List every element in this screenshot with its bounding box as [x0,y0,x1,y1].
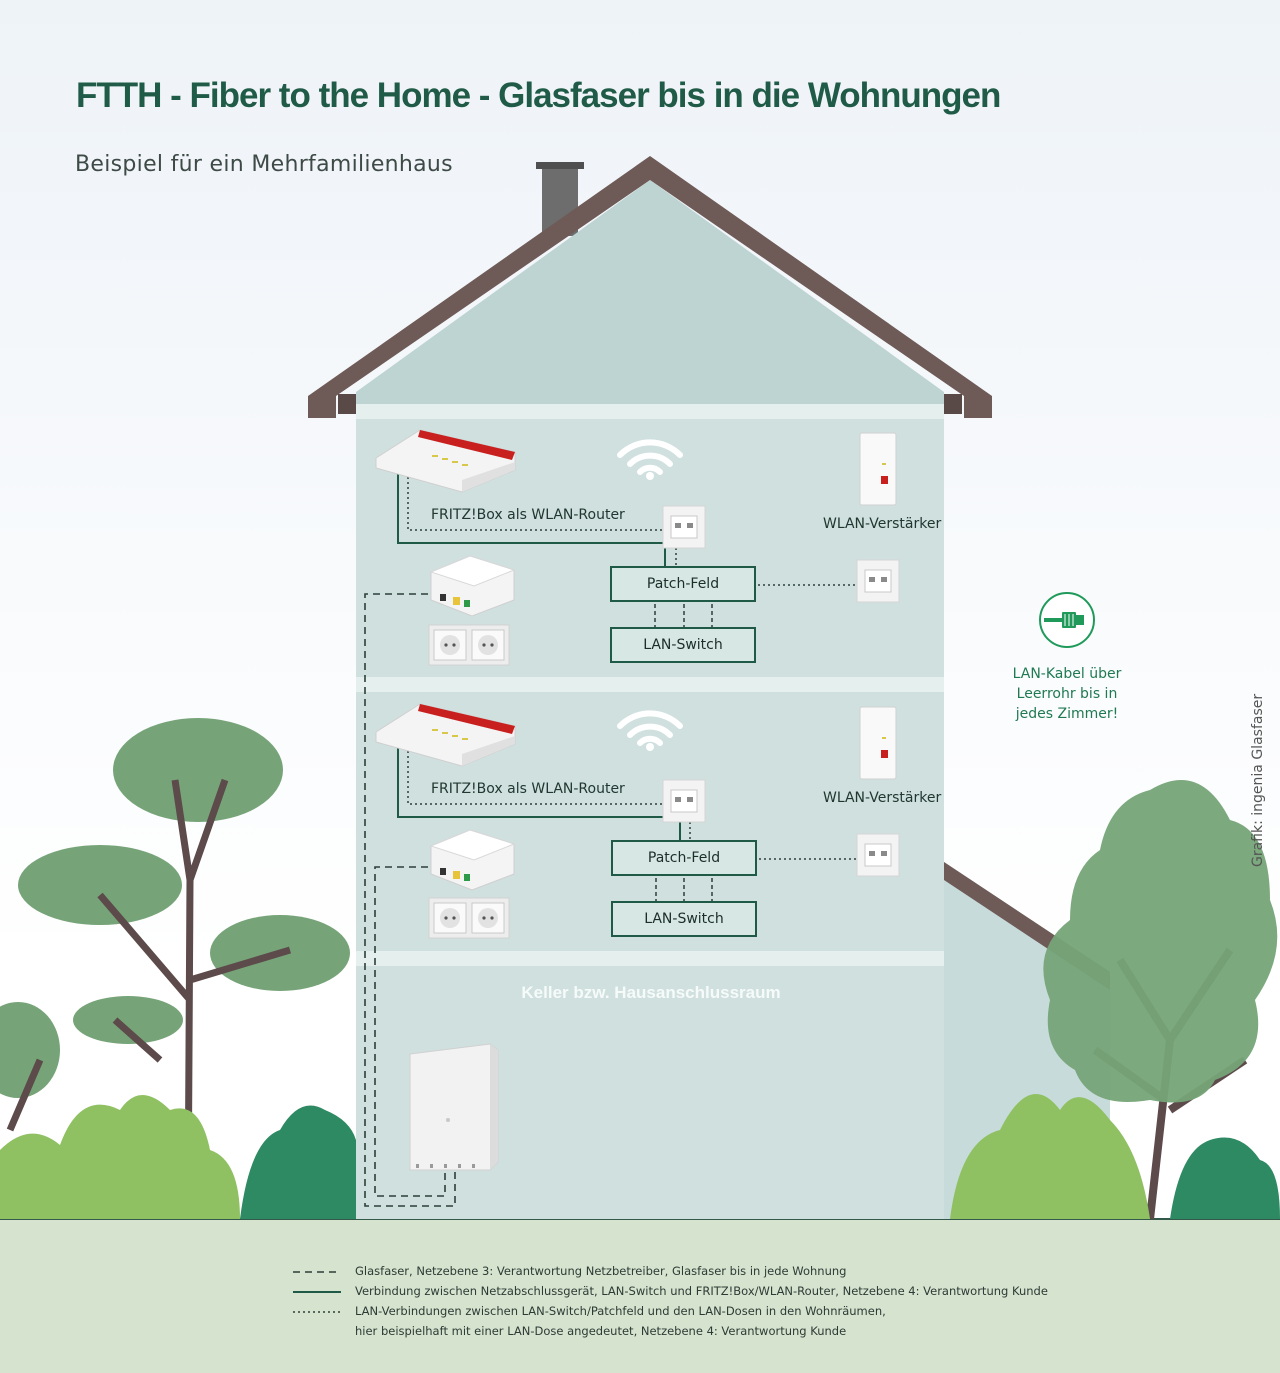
lan-switch-label: LAN-Switch [644,911,724,927]
tree-left [0,718,350,1220]
bush-left [0,1095,356,1219]
lan-socket-icon [856,833,900,877]
distribution-box-icon [409,1043,499,1171]
lan-switch-box: LAN-Switch [611,901,757,937]
bush-right [950,1094,1280,1219]
patch-panel-box: Patch-Feld [611,840,757,876]
basement-label: Keller bzw. Hausanschlussraum [521,983,781,1002]
repeater-icon [859,432,897,506]
router-label: FRITZ!Box als WLAN-Router [431,781,625,797]
legend-text: Glasfaser, Netzebene 3: Verantwortung Ne… [355,1264,847,1278]
note-line: Leerrohr bis in [1016,686,1118,702]
legend-text: Verbindung zwischen Netzabschlussgerät, … [355,1284,1048,1298]
router-icon [375,703,516,767]
ont-device-icon [429,555,516,617]
note-line: jedes Zimmer! [1015,706,1119,722]
patch-panel-label: Patch-Feld [646,576,720,592]
lan-cable-icon [1039,592,1095,648]
patch-panel-box: Patch-Feld [610,566,756,602]
wifi-icon [617,710,683,751]
fiber-lines [364,593,456,1207]
wifi-icon [617,439,683,480]
lan-switch-box: LAN-Switch [610,627,756,663]
note-line: LAN-Kabel über [1012,666,1122,682]
tree-right [1043,780,1278,1220]
legend-text: LAN-Verbindungen zwischen LAN-Switch/Pat… [355,1304,886,1318]
patch-panel-label: Patch-Feld [647,850,721,866]
repeater-icon [859,706,897,780]
lan-socket-icon [856,559,900,603]
power-socket-icon [428,897,510,939]
floor2-connections [397,746,858,901]
power-socket-icon [428,624,510,666]
ont-device-icon [429,829,516,891]
lan-socket-icon [662,779,706,823]
lan-cable-note: LAN-Kabel über Leerrohr bis in jedes Zim… [1002,664,1132,724]
page-title: FTTH - Fiber to the Home - Glasfaser bis… [76,76,1001,115]
page-subtitle: Beispiel für ein Mehrfamilienhaus [75,152,453,177]
router-label: FRITZ!Box als WLAN-Router [431,507,625,523]
repeater-label: WLAN-Verstärker [823,516,942,532]
repeater-label: WLAN-Verstärker [823,790,942,806]
legend-text: hier beispielhaft mit einer LAN-Dose ang… [355,1324,847,1338]
router-icon [375,429,516,493]
lan-switch-label: LAN-Switch [643,637,723,653]
ground [0,1219,1280,1373]
legend-swatches [293,1271,341,1313]
image-credit: Grafik: ingenia Glasfaser [1250,693,1266,867]
lan-socket-icon [662,505,706,549]
